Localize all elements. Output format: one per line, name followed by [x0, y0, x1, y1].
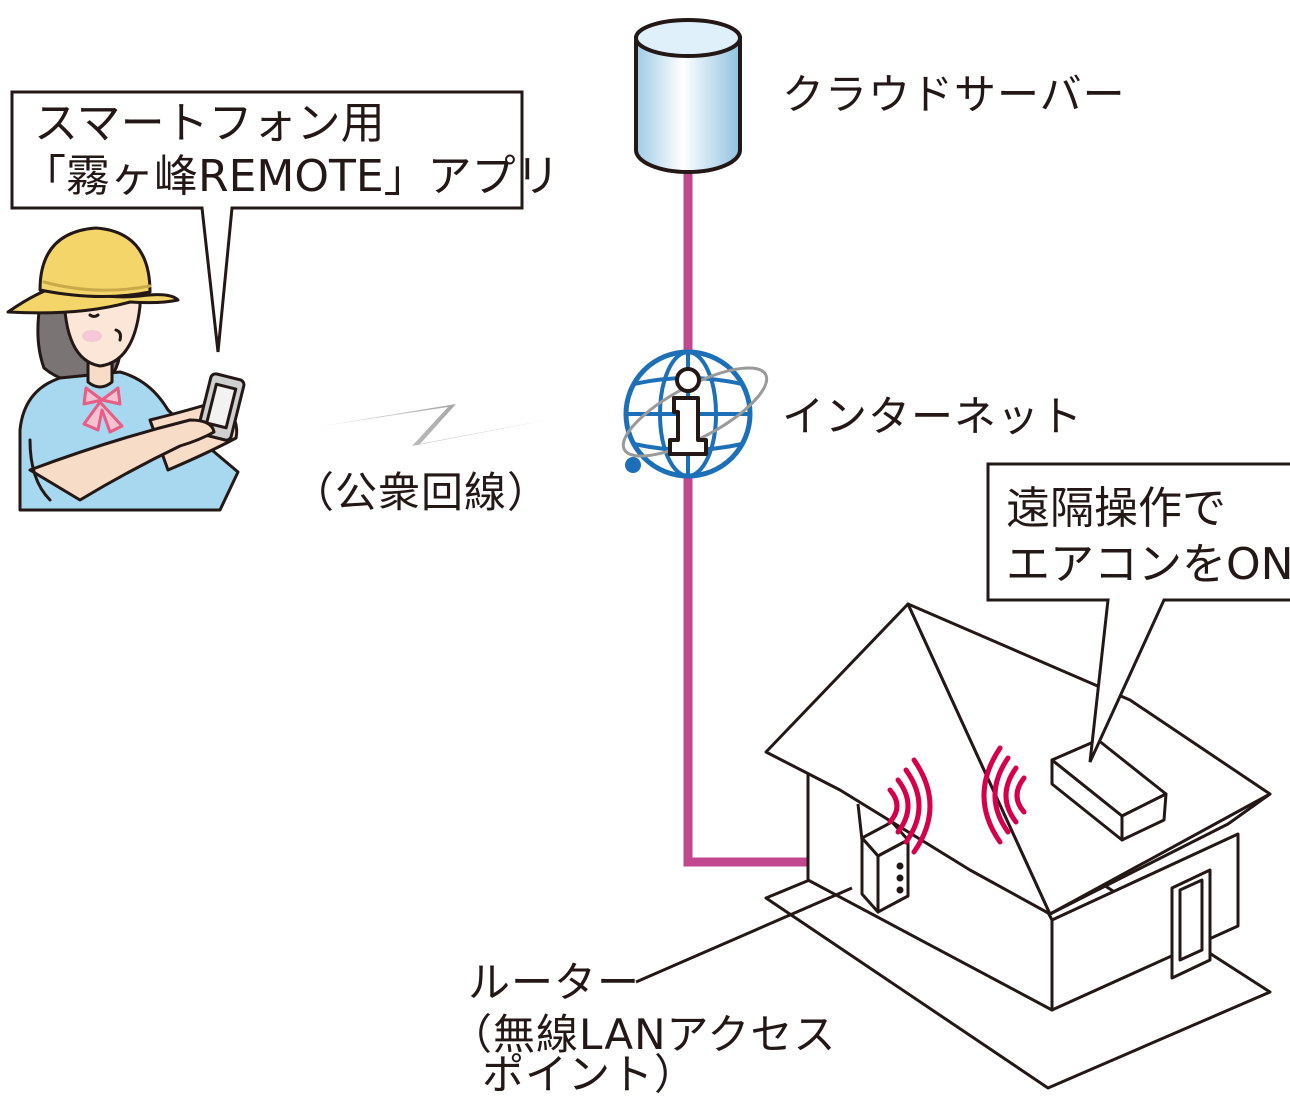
- remote-bubble-line-1: 遠隔操作で: [1006, 483, 1226, 534]
- cloud-server-icon: [634, 18, 742, 174]
- house-icon: [764, 602, 1272, 1090]
- router-label-line-3: ポイント）: [482, 1050, 698, 1097]
- app-bubble-line-1: スマートフォン用: [34, 98, 385, 149]
- remote-bubble-line-2: エアコンをON: [1006, 539, 1290, 590]
- router-label-line-1: ルーター: [468, 958, 641, 1007]
- internet-globe-icon: [621, 349, 769, 479]
- router-label-line-2: （無線LANアクセス: [450, 1010, 837, 1059]
- app-bubble-line-2: 「霧ヶ峰REMOTE」アプリ: [22, 151, 560, 202]
- lightning-signal-icon: [316, 404, 552, 446]
- person-with-smartphone-icon: [6, 226, 246, 512]
- remote-speech-bubble: [986, 462, 1290, 763]
- router-icon: [856, 803, 910, 914]
- cloud-server-label: クラウドサーバー: [782, 70, 1126, 119]
- app-speech-bubble: [10, 90, 524, 353]
- internet-label: インターネット: [782, 392, 1084, 441]
- public-line-label: （公衆回線）: [292, 468, 551, 517]
- wifi-wave-icon: [887, 745, 1027, 855]
- connection-line: [683, 172, 860, 867]
- air-conditioner-icon: [1050, 738, 1168, 842]
- router-leader-line: [635, 886, 853, 984]
